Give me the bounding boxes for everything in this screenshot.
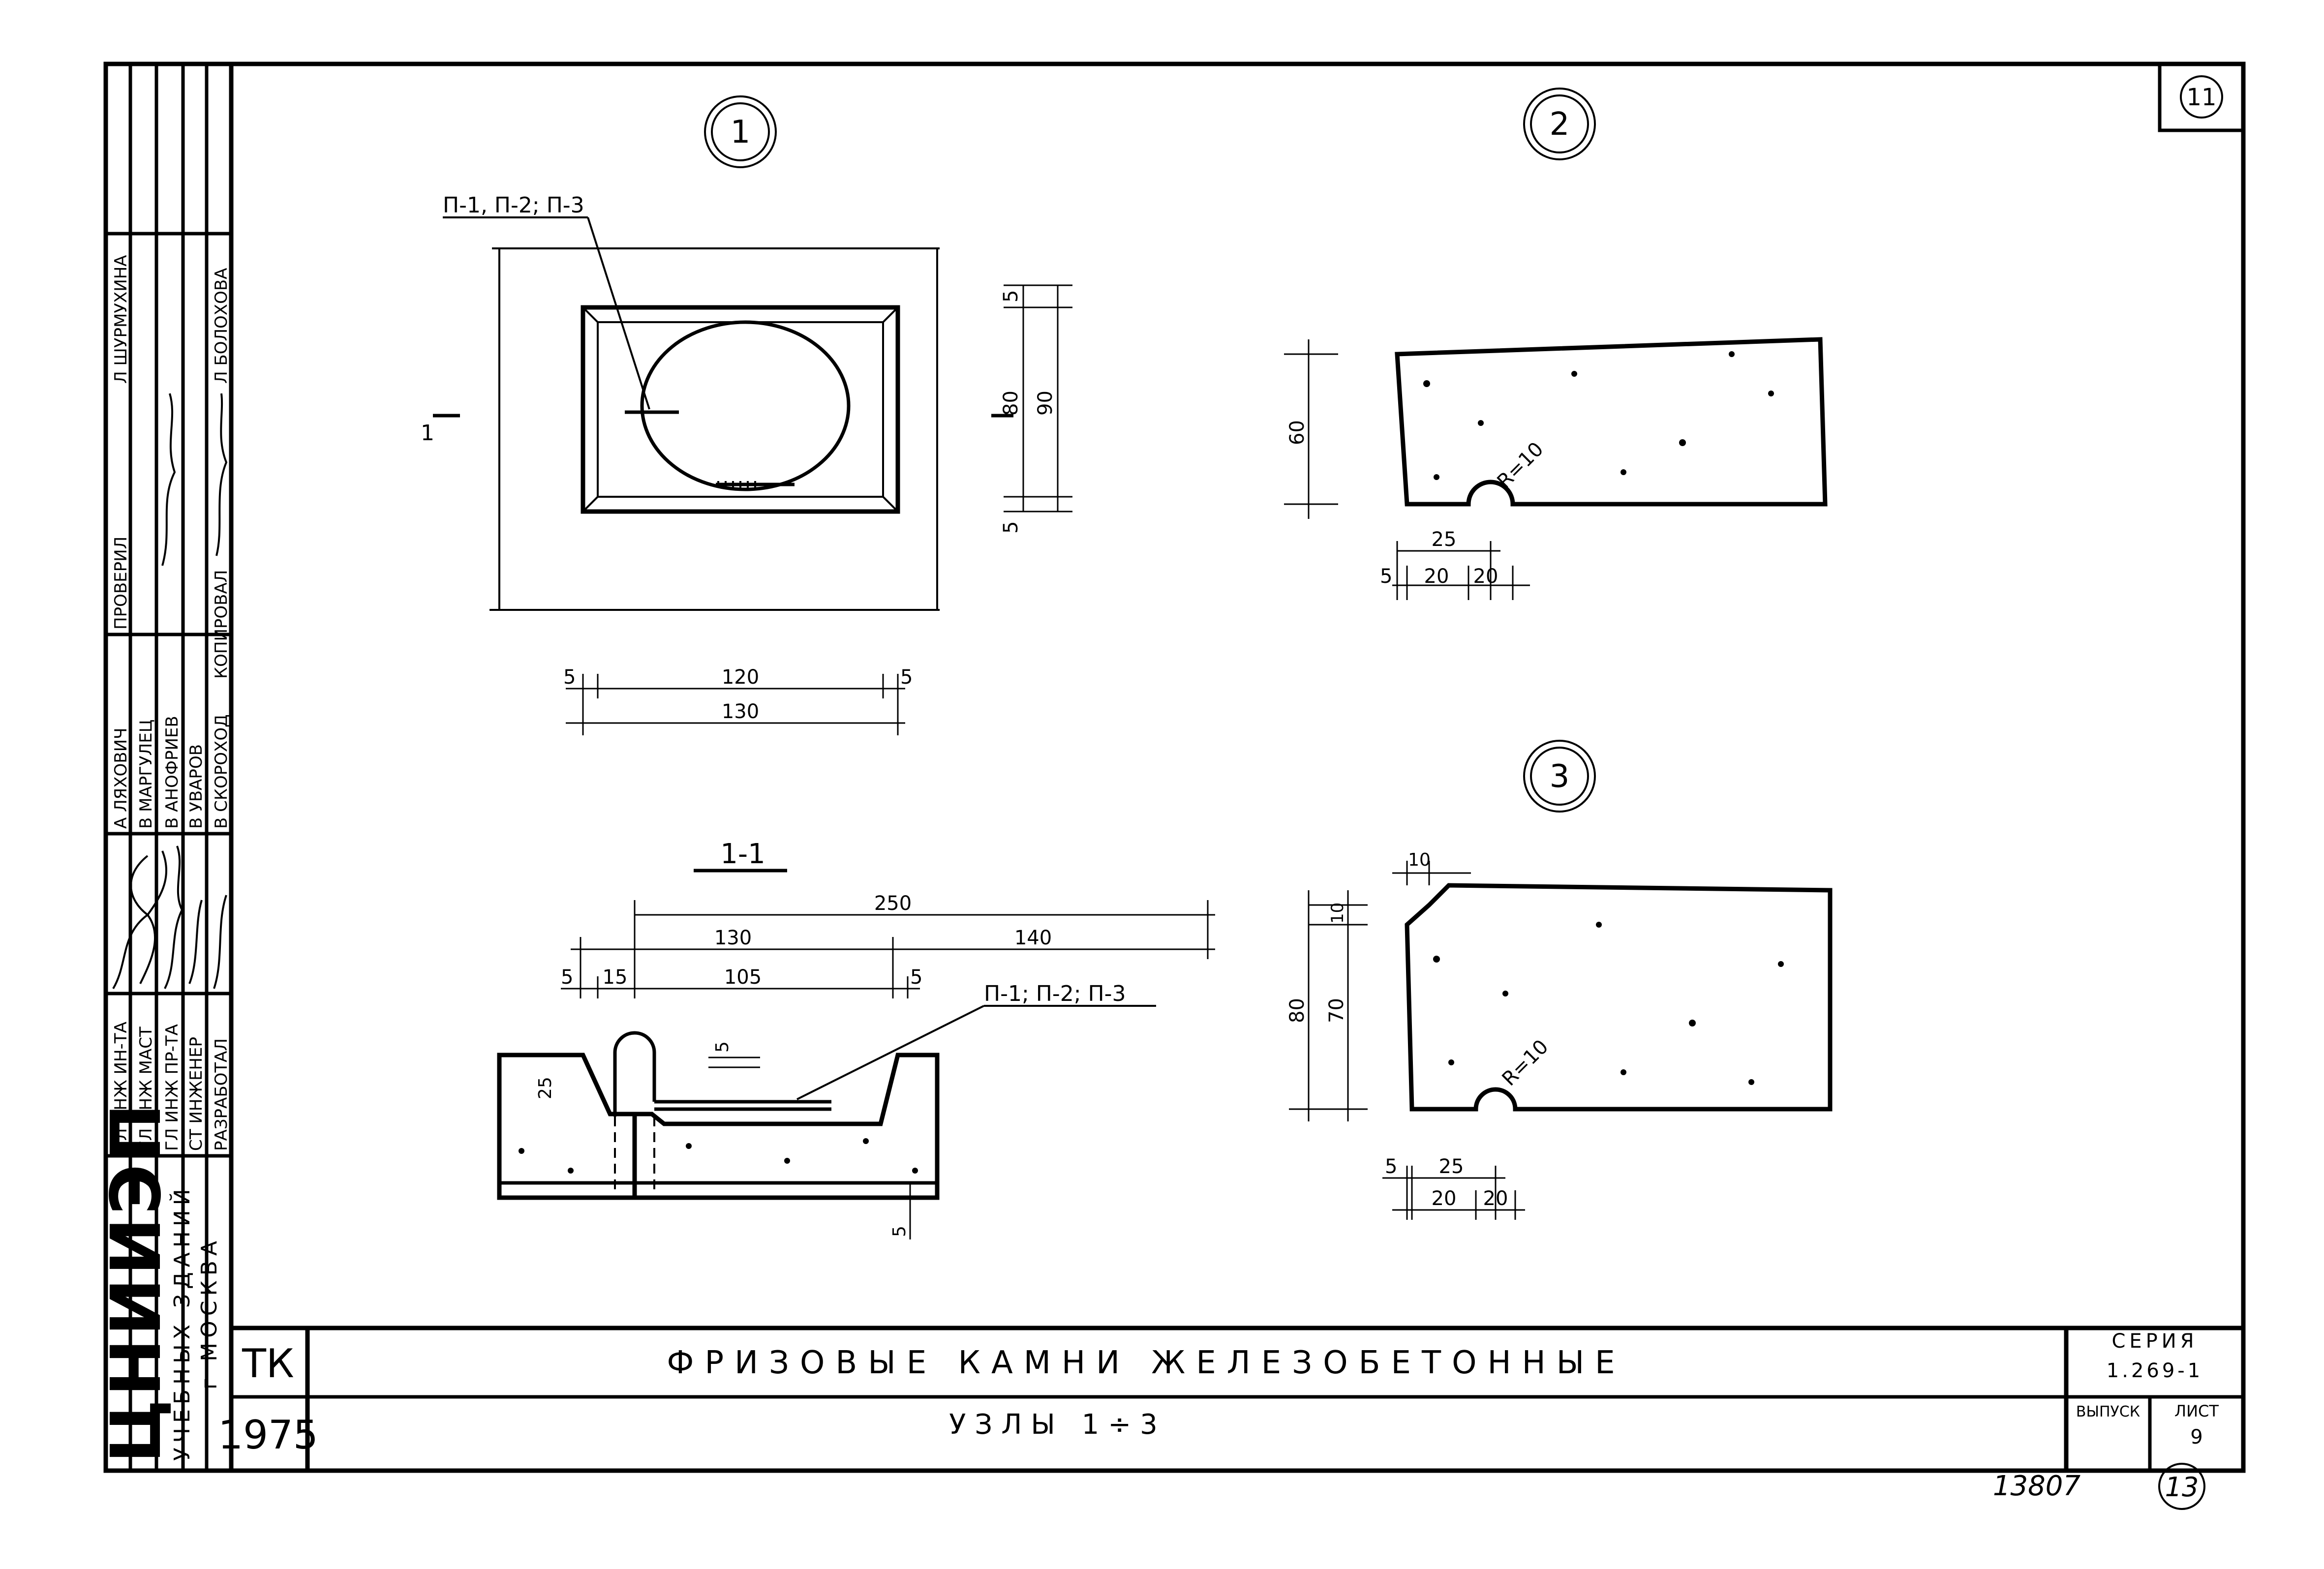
dim-s-5b: 5 [910, 966, 922, 989]
signature-scribble-2 [139, 850, 167, 984]
dim-s-5a: 5 [561, 966, 573, 989]
series-label: СЕРИЯ [2111, 1330, 2198, 1353]
issue-label: ВЫПУСК [2076, 1403, 2140, 1420]
dim-d1-h-5-right: 5 [900, 666, 913, 689]
detail-1: 1 П-1, П-2; П-3 1 5 [421, 95, 1072, 735]
signature-scribble-7 [215, 393, 228, 556]
drawing-title: ФРИЗОВЫЕ КАМНИ ЖЕЛЕЗОБЕТОННЫЕ [667, 1345, 1625, 1381]
dim-d3-70: 70 [1325, 998, 1348, 1023]
name-4: В УВАРОВ [186, 744, 206, 829]
dim-d1-h-130: 130 [722, 700, 759, 723]
dim-d3-10: 10 [1328, 903, 1347, 924]
detail-3-number: 3 [1550, 758, 1570, 795]
dim-s-130: 130 [714, 927, 752, 949]
check-role-2: КОПИРОВАЛ [212, 570, 231, 679]
organization-name: ЦНИИЭП [96, 1101, 177, 1463]
role-2: ГЛ ИНЖ МАСТ [136, 1026, 156, 1151]
name-1: А ЛЯХОВИЧ [111, 728, 131, 829]
dim-d3-20a: 20 [1432, 1187, 1457, 1210]
archive-number: 13807 [1993, 1470, 2081, 1502]
dim-d1-h-5-left: 5 [563, 666, 576, 689]
section-leader-label: П-1; П-2; П-3 [984, 981, 1126, 1006]
signature-scribble-5 [213, 895, 227, 989]
dim-d3-25: 25 [1439, 1155, 1464, 1178]
dim-d2-25: 25 [1432, 528, 1457, 551]
detail-2-height: 60 [1286, 420, 1309, 445]
name-3: В АНОФРИЕВ [162, 716, 182, 829]
dim-d3-20b: 20 [1483, 1187, 1508, 1210]
sheet-label: ЛИСТ [2174, 1402, 2219, 1420]
signature-scribble-3 [164, 845, 183, 989]
detail-3-top-dim: 10 [1408, 850, 1431, 870]
sheet-corner-number: 11 [2186, 84, 2216, 111]
dim-d2-5: 5 [1380, 565, 1392, 588]
signature-scribble-6 [161, 393, 176, 566]
dim-s-105: 105 [724, 966, 762, 989]
role-4: СТ ИНЖЕНЕР [186, 1037, 206, 1151]
signature-scribble-4 [188, 900, 203, 984]
dim-d3-80: 80 [1286, 998, 1309, 1023]
dim-d2-20a: 20 [1424, 565, 1449, 588]
dim-s-bottom-5: 5 [889, 1226, 910, 1237]
role-5: РАЗРАБОТАЛ [212, 1038, 231, 1151]
detail-2-number: 2 [1550, 106, 1570, 143]
outer-frame [103, 61, 2246, 1473]
check-role-1: ПРОВЕРИЛ [111, 537, 131, 630]
organization-subtitle: УЧЕБНЫХ ЗДАНИЙ [169, 1184, 195, 1461]
name-2: В МАРГУЛЕЦ [136, 720, 156, 829]
dim-s-groove: 5 [712, 1041, 733, 1053]
dim-s-side-25: 25 [535, 1077, 555, 1099]
detail-2-radius: R=10 [1493, 438, 1548, 493]
dim-d1-v-90: 90 [1034, 391, 1057, 416]
role-1: ГЛ ИНЖ ИН-ТА [111, 1022, 131, 1151]
organization-city: г МОСКВА [197, 1236, 222, 1389]
detail-1-number: 1 [731, 114, 751, 151]
drawing-subtitle: УЗЛЫ 1÷3 [949, 1409, 1166, 1441]
name-5: В СКОРОХОД [212, 714, 231, 829]
check-name-1: Л ШУРМУХИНА [111, 255, 131, 384]
dim-s-250: 250 [874, 892, 912, 915]
series-value: 1.269-1 [2107, 1359, 2203, 1382]
role-3: ГЛ ИНЖ ПР-ТА [162, 1024, 182, 1151]
dim-d3-5: 5 [1385, 1155, 1397, 1178]
detail-3: 3 R=10 10 80 10 70 5 25 20 20 [1286, 740, 1833, 1220]
section-mark-left: 1 [421, 421, 434, 446]
dim-d1-v-5-bottom: 5 [1000, 521, 1022, 534]
section-1-1-label: 1-1 [720, 838, 765, 870]
dim-d1-h-120: 120 [722, 666, 759, 689]
dim-d1-v-5-top: 5 [1000, 290, 1022, 302]
sheet-value: 9 [2190, 1426, 2202, 1448]
detail-1-leader-label: П-1, П-2; П-3 [443, 193, 584, 218]
dim-d1-v-80: 80 [1000, 391, 1022, 416]
check-name-2: Л БОЛОХОВА [212, 268, 231, 384]
detail-2: 2 R=10 60 25 5 20 20 [1284, 88, 1828, 600]
type-code: ТК [242, 1341, 294, 1387]
page-number: 13 [2165, 1472, 2199, 1503]
section-1-1: 1-1 250 130 140 5 15 105 5 П-1; П-2; П-3 [497, 838, 1215, 1239]
dim-s-15: 15 [603, 966, 628, 989]
dim-d2-20b: 20 [1473, 565, 1498, 588]
detail-3-radius: R=10 [1498, 1035, 1553, 1090]
dim-s-140: 140 [1014, 927, 1052, 949]
year: 1975 [218, 1412, 318, 1458]
